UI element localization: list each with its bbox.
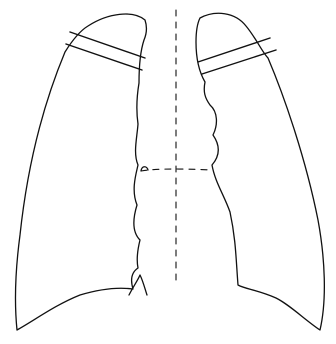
left-lung-outline — [196, 13, 324, 330]
right-clavicle-upper-line — [70, 32, 145, 58]
left-clavicle-upper-line — [198, 38, 270, 62]
left-clavicle-lower-line — [202, 50, 276, 74]
right-lung-outline — [16, 14, 147, 330]
right-clavicle-lower-line — [66, 44, 142, 70]
